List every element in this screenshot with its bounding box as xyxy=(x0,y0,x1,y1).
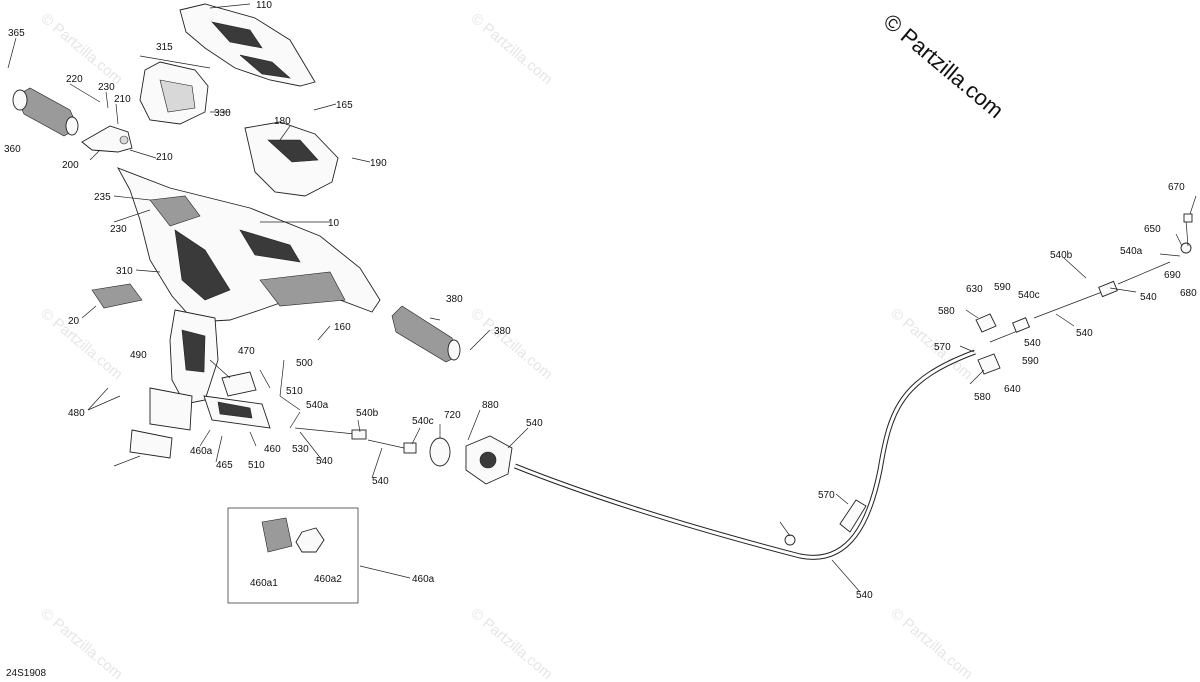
callout-360: 360 xyxy=(4,144,21,155)
callout-540: 540 xyxy=(1076,328,1093,339)
part-630-end xyxy=(1180,213,1193,254)
watermark: © Partzilla.com xyxy=(467,10,555,88)
callout-190: 190 xyxy=(370,158,387,169)
callout-210: 210 xyxy=(156,152,173,163)
callout-510: 510 xyxy=(248,460,265,471)
callout-330: 330 xyxy=(214,108,231,119)
part-680-oring xyxy=(429,437,451,467)
callout-460: 460 xyxy=(264,444,281,455)
callout-230: 230 xyxy=(110,224,127,235)
callout-180: 180 xyxy=(274,116,291,127)
callout-460a: 460a xyxy=(190,446,213,457)
part-180-deflector xyxy=(244,121,339,197)
callout-165: 165 xyxy=(336,100,353,111)
part-550-tube xyxy=(839,499,867,533)
diagram-code: 24S1908 xyxy=(6,668,46,679)
callout-230: 230 xyxy=(98,82,115,93)
watermark: © Partzilla.com xyxy=(887,605,975,682)
part-110-cover xyxy=(179,3,316,87)
callout-540a: 540a xyxy=(306,400,329,411)
part-540-housing xyxy=(465,435,513,485)
callout-310: 310 xyxy=(116,266,133,277)
part-10-handlebar xyxy=(117,167,381,323)
callout-labels: 365 220 230 210 360 200 210 315 110 330 … xyxy=(4,0,1197,601)
callout-590: 630 xyxy=(966,284,983,295)
callout-630: 650 xyxy=(1144,224,1161,235)
callout-590: 640 xyxy=(1004,384,1021,395)
callout-460a2: 460a2 xyxy=(314,574,342,585)
callout-210: 210 xyxy=(114,94,131,105)
callout-510: 510 xyxy=(286,386,303,397)
callout-160: 160 xyxy=(334,322,351,333)
callout-480: 480 xyxy=(68,408,85,419)
part-460a-detail-box xyxy=(227,507,359,604)
part-20-switch xyxy=(91,283,143,309)
callout-540: 540 xyxy=(1140,292,1157,303)
part-330-cover xyxy=(139,61,209,125)
callout-540: 540 xyxy=(372,476,389,487)
part-360-grip-left xyxy=(12,87,79,137)
callout-580: 590 xyxy=(1022,356,1039,367)
callout-540: 540 xyxy=(316,456,333,467)
callout-235: 235 xyxy=(94,192,111,203)
callout-670: 690 xyxy=(1164,270,1181,281)
callout-220: 220 xyxy=(66,74,83,85)
callout-20: 20 xyxy=(68,316,80,327)
callout-465: 465 xyxy=(216,460,233,471)
part-570-bracket xyxy=(975,313,1001,375)
callout-640: 670 xyxy=(1168,182,1185,193)
part-540-rod-left xyxy=(294,427,417,454)
watermark: © Partzilla.com xyxy=(467,605,555,682)
callout-540b: 540b xyxy=(1050,250,1073,261)
part-470-pad xyxy=(221,371,257,397)
callout-540c: 540c xyxy=(412,416,434,427)
leader-lines xyxy=(7,3,1197,593)
callout-380: 380 xyxy=(494,326,511,337)
callout-540: 540 xyxy=(526,418,543,429)
callout-680: 720 xyxy=(444,410,461,421)
callout-540c: 540c xyxy=(1018,290,1040,301)
callout-10: 10 xyxy=(328,218,340,229)
callout-500: 500 xyxy=(296,358,313,369)
callout-540: 540 xyxy=(856,590,873,601)
part-540-rod-right xyxy=(989,261,1171,343)
callout-490: 490 xyxy=(130,350,147,361)
callout-530: 530 xyxy=(292,444,309,455)
callout-540a: 540a xyxy=(1120,246,1143,257)
callout-570: 580 xyxy=(974,392,991,403)
callout-650: 680 xyxy=(1180,288,1197,299)
callout-200: 200 xyxy=(62,160,79,171)
callout-470: 470 xyxy=(238,346,255,357)
callout-540: 540 xyxy=(1024,338,1041,349)
callout-540b: 540b xyxy=(356,408,379,419)
callout-365: 380 xyxy=(446,294,463,305)
watermark: © Partzilla.com xyxy=(467,305,555,383)
part-880-clip xyxy=(784,534,796,546)
watermark: © Partzilla.com xyxy=(37,305,125,383)
callout-550: 570 xyxy=(818,490,835,501)
callout-580: 590 xyxy=(994,282,1011,293)
callout-110: 110 xyxy=(256,0,272,11)
part-540-cable xyxy=(514,349,976,560)
copyright-text: © Partzilla.com xyxy=(879,9,1009,123)
callout-380: 365 xyxy=(8,28,25,39)
watermark: © Partzilla.com xyxy=(37,605,125,682)
callout-570: 580 xyxy=(938,306,955,317)
part-steering-column xyxy=(129,309,219,459)
callout-460a: 460a xyxy=(412,574,435,585)
part-200-lever xyxy=(81,125,133,153)
callout-460a1: 460a1 xyxy=(250,578,278,589)
part-365-grip-right xyxy=(391,305,461,363)
callout-690: 880 xyxy=(482,400,499,411)
part-460-bracket xyxy=(203,395,271,429)
callout-560: 570 xyxy=(934,342,951,353)
callout-315: 315 xyxy=(156,42,173,53)
